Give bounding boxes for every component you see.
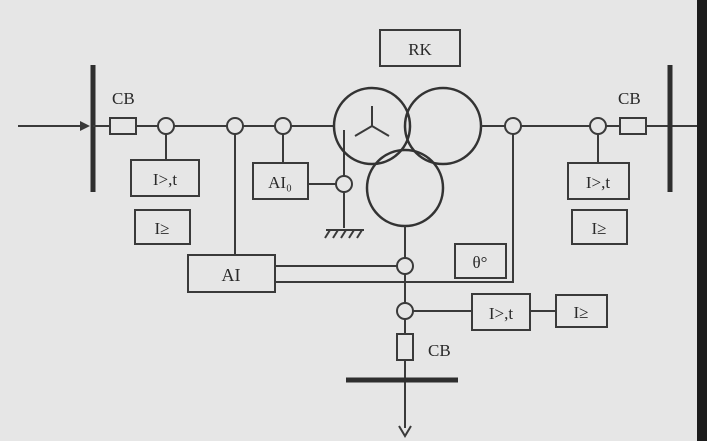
right-overcurrent-inst-relay <box>571 209 628 245</box>
ground-icon <box>324 229 364 239</box>
bottom-overcurrent-time-label: I>,t <box>489 304 513 323</box>
temperature-relay <box>454 243 507 279</box>
bottom-overcurrent-inst-label: I≥ <box>574 303 589 322</box>
differential-relay <box>187 254 276 293</box>
left-overcurrent-time-relay <box>130 159 200 197</box>
ground-differential-label: AI₀ <box>268 173 292 192</box>
cb-right-label: CB <box>618 89 641 108</box>
diff-wire-right-ct <box>275 134 514 283</box>
cb-bottom-label: CB <box>428 341 451 360</box>
right-overcurrent-time-label: I>,t <box>586 173 610 192</box>
star-connection-icon <box>354 106 390 137</box>
temperature-label: θ° <box>473 253 488 272</box>
left-overcurrent-inst-label: I≥ <box>155 219 170 238</box>
left-overcurrent-time-label: I>,t <box>153 170 177 189</box>
differential-label: AI <box>222 265 241 285</box>
outgoing-arrowhead <box>398 425 412 438</box>
right-circuit-breaker <box>619 117 647 135</box>
bottom-overcurrent-inst-relay <box>555 294 608 328</box>
ground-differential-relay <box>252 162 309 200</box>
cb-left-label: CB <box>112 89 135 108</box>
right-overcurrent-time-relay <box>567 162 630 200</box>
rk-label: RK <box>408 40 432 59</box>
rk-relay <box>379 29 461 67</box>
bottom-circuit-breaker <box>396 333 414 361</box>
right-overcurrent-inst-label: I≥ <box>592 219 607 238</box>
incoming-arrowhead <box>80 121 90 131</box>
transformer-winding-left <box>332 86 412 166</box>
left-circuit-breaker <box>109 117 137 135</box>
left-overcurrent-inst-relay <box>134 209 191 245</box>
